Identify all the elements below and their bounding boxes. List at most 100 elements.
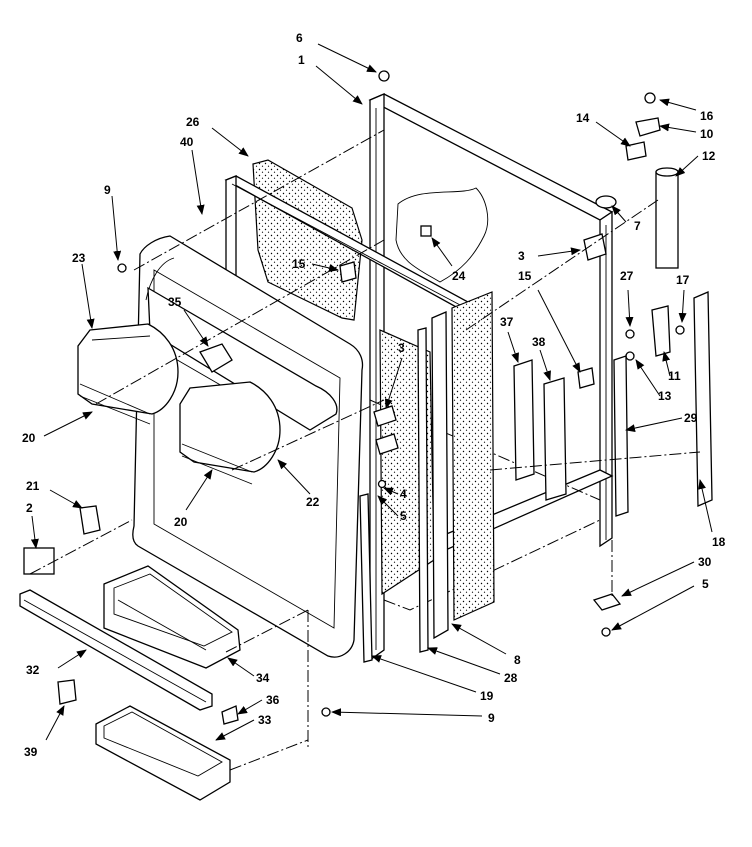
arrow-36 <box>237 699 263 715</box>
callout-35: 35 <box>168 295 182 309</box>
callout-19: 19 <box>480 689 494 703</box>
callout-5b: 5 <box>702 577 709 591</box>
callout-27: 27 <box>620 269 634 283</box>
arrow-9a <box>111 195 122 261</box>
callout-23: 23 <box>72 251 86 265</box>
tube-12 <box>655 171 679 269</box>
clip-21 <box>79 505 101 535</box>
callout-28: 28 <box>504 671 518 685</box>
arrow-20a <box>43 411 93 437</box>
callout-3b: 3 <box>518 249 525 263</box>
arrow-12 <box>675 155 699 177</box>
cabinet-back-cutaway <box>395 187 489 283</box>
arrow-26 <box>211 127 249 157</box>
arrow-38 <box>539 349 551 381</box>
hinge-11 <box>651 305 671 357</box>
callout-12: 12 <box>702 149 716 163</box>
callout-13: 13 <box>658 389 672 403</box>
cap-39 <box>57 679 77 705</box>
callout-11: 11 <box>668 369 681 383</box>
callout-24: 24 <box>452 269 466 283</box>
arrow-17 <box>678 289 687 323</box>
callout-7: 7 <box>634 219 641 233</box>
arrow-7 <box>611 205 627 223</box>
arrow-9b <box>331 708 483 717</box>
callout-9: 9 <box>104 183 111 197</box>
callout-2: 2 <box>26 501 33 515</box>
callout-38: 38 <box>532 335 546 349</box>
strip-18 <box>693 291 713 507</box>
arrow-11 <box>662 351 671 377</box>
callout-labels: 6 1 26 40 9 23 15 24 35 3 14 16 10 12 7 … <box>22 31 726 759</box>
small-hardware <box>23 70 713 725</box>
arrow-32 <box>57 649 87 669</box>
arrow-6 <box>317 43 377 73</box>
dairy-bin-upper <box>147 286 338 431</box>
callout-15b: 15 <box>518 269 532 283</box>
breaker-strips <box>359 311 449 663</box>
callout-21: 21 <box>26 479 40 493</box>
trim-strip <box>19 589 213 711</box>
arrow-16 <box>659 98 697 111</box>
arrow-13 <box>635 359 661 397</box>
callout-16: 16 <box>700 109 714 123</box>
arrow-27 <box>625 289 634 327</box>
arrow-37 <box>507 331 519 363</box>
callout-6: 6 <box>296 31 303 45</box>
arrow-1 <box>315 65 363 105</box>
callout-8: 8 <box>514 653 521 667</box>
screw-16 <box>644 92 656 104</box>
callout-1: 1 <box>298 53 305 67</box>
plug-7 <box>595 195 617 209</box>
callout-22: 22 <box>306 495 320 509</box>
callout-29: 29 <box>684 411 698 425</box>
callout-20b: 20 <box>174 515 188 529</box>
arrow-24 <box>431 237 453 267</box>
arrow-40 <box>191 149 205 215</box>
arrow-30 <box>621 561 695 597</box>
callout-10: 10 <box>700 127 714 141</box>
arrow-21 <box>49 489 83 509</box>
arrow-4 <box>383 487 399 496</box>
arrow-19 <box>371 655 477 693</box>
callout-14: 14 <box>576 111 590 125</box>
screw-17 <box>675 325 685 335</box>
arrow-28 <box>427 647 501 675</box>
callout-32: 32 <box>26 663 40 677</box>
callout-26: 26 <box>186 115 200 129</box>
end-cap-36 <box>221 705 239 725</box>
arrow-22 <box>277 459 311 495</box>
arrow-15b <box>537 289 581 373</box>
arrow-3b <box>537 247 581 257</box>
door-shelf-upper <box>77 323 179 425</box>
arrow-14 <box>595 121 631 147</box>
foam-block-38 <box>543 377 567 501</box>
strip-29 <box>613 355 629 517</box>
arrow-23 <box>81 263 95 329</box>
leader-arrows <box>30 43 713 741</box>
callout-40: 40 <box>180 135 194 149</box>
foam-block-37 <box>513 359 535 481</box>
callout-33: 33 <box>258 713 272 727</box>
arrow-15a <box>311 263 339 272</box>
arrow-29 <box>625 417 683 433</box>
callout-39: 39 <box>24 745 38 759</box>
arrow-35 <box>183 309 209 347</box>
callout-4: 4 <box>400 487 407 501</box>
arrow-34 <box>227 657 255 677</box>
hinge-3b <box>583 233 607 261</box>
bracket-2 <box>23 547 55 575</box>
door-bin-33 <box>95 705 231 801</box>
screw-27 <box>625 329 635 339</box>
bracket-15b <box>577 367 595 389</box>
door-bin-34 <box>103 565 241 669</box>
arrow-10 <box>659 123 697 133</box>
arrow-8 <box>451 623 507 655</box>
arrow-33 <box>215 719 255 741</box>
screw-6 <box>378 70 390 82</box>
hinge-3c <box>375 433 399 455</box>
arrow-5b <box>611 585 695 631</box>
hinge-bracket-10 <box>635 117 661 137</box>
callout-3: 3 <box>398 341 405 355</box>
